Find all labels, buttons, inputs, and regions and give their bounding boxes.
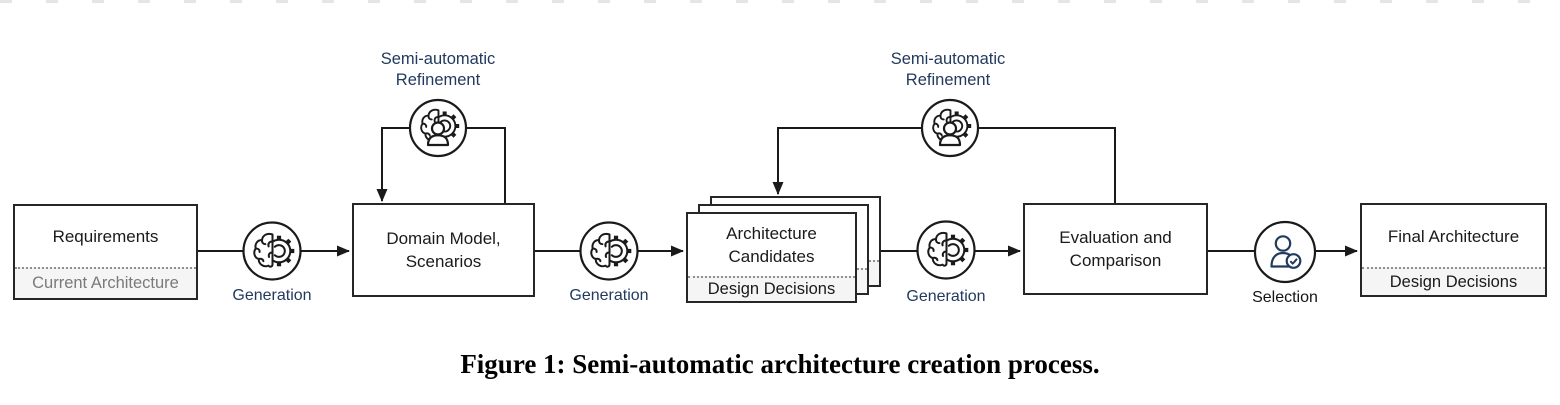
design-decisions-strip: Design Decisions	[688, 276, 855, 301]
domain-model-title: Domain Model, Scenarios	[386, 229, 501, 271]
figure-caption: Figure 1: Semi-automatic architecture cr…	[460, 349, 1100, 379]
final-architecture-title: Final Architecture	[1387, 226, 1520, 246]
generation-icon	[581, 223, 638, 280]
refinement-label: Semi-automatic Refinement	[380, 50, 496, 89]
architecture-candidates-title: Architecture Candidates	[726, 224, 817, 266]
selection-label: Selection	[1252, 289, 1318, 306]
architecture-candidates-box: Architecture Candidates Design Decisions	[686, 212, 857, 303]
current-architecture-strip: Current Architecture	[15, 267, 196, 298]
generation-label: Generation	[569, 287, 649, 304]
generation-icon	[918, 222, 975, 279]
generation-label: Generation	[906, 288, 986, 305]
domain-model-box: Domain Model, Scenarios	[352, 203, 535, 297]
final-architecture-box: Final Architecture Design Decisions	[1360, 203, 1547, 297]
refinement-icon	[410, 100, 466, 156]
requirements-title: Requirements	[52, 227, 159, 246]
generation-icon	[244, 223, 301, 280]
evaluation-title: Evaluation and Comparison	[1059, 228, 1172, 270]
generation-label: Generation	[232, 287, 312, 304]
cropped-text-remnant	[0, 0, 1560, 3]
requirements-box: Requirements Current Architecture	[13, 204, 198, 300]
selection-icon	[1253, 220, 1317, 284]
refinement-icon	[922, 100, 978, 156]
design-decisions-strip: Design Decisions	[1362, 267, 1545, 295]
evaluation-box: Evaluation and Comparison	[1023, 203, 1208, 295]
refinement-label: Semi-automatic Refinement	[890, 50, 1006, 89]
